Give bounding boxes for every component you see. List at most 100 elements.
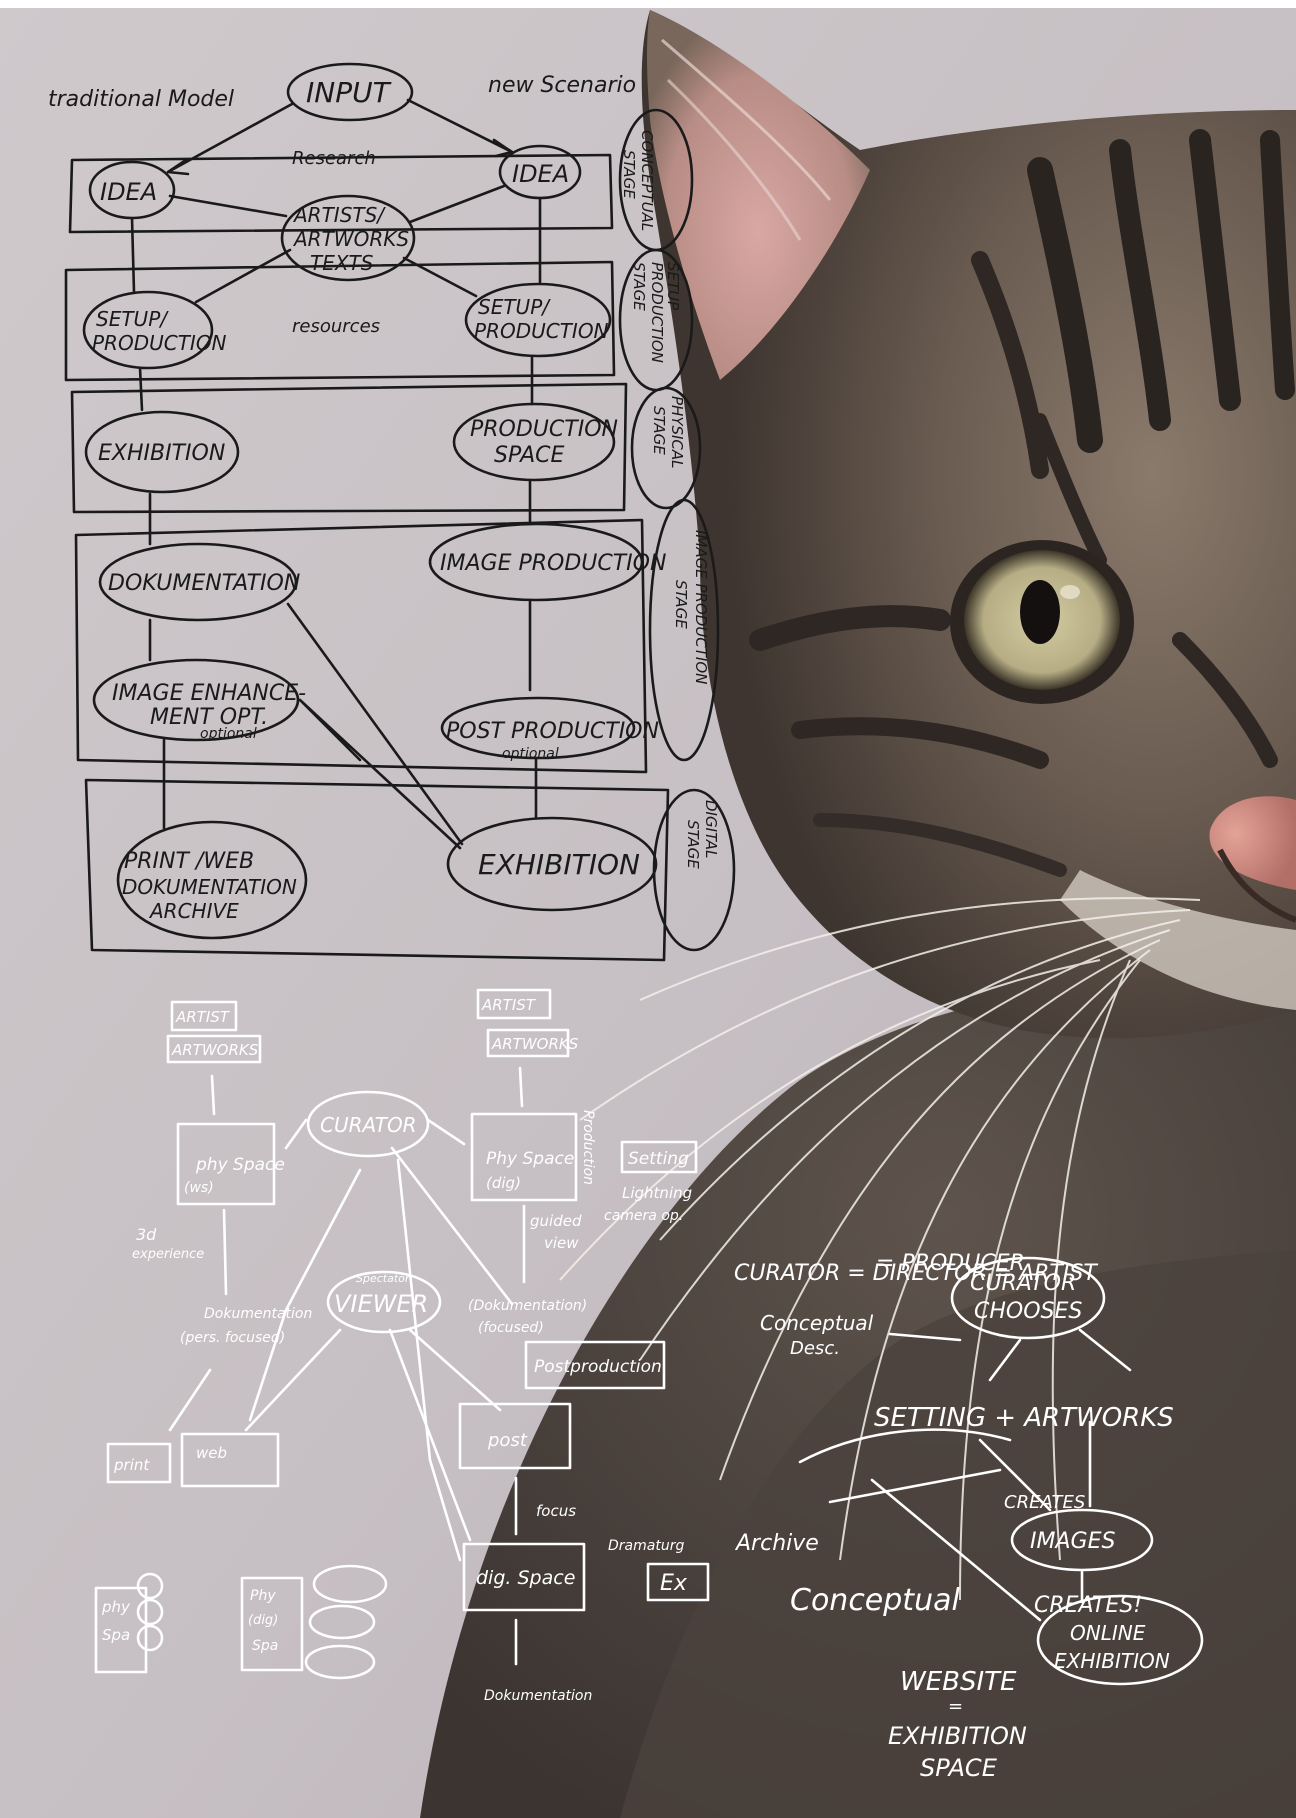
- setup-left-line-1: SETUP/: [96, 307, 169, 331]
- phy-spa-2: Spa: [102, 1626, 130, 1644]
- conceptual-desc-1: Conceptual: [760, 1311, 874, 1335]
- post-production-label: POST PRODUCTION: [446, 719, 659, 744]
- new-scenario-label: new Scenario: [488, 73, 636, 98]
- documentation-bottom-label: Dokumentation: [484, 1688, 592, 1704]
- production-side-label: Production: [580, 1110, 596, 1185]
- artist-left-label: ARTIST: [175, 1008, 231, 1026]
- phy-space-right-2: (dig): [486, 1174, 521, 1192]
- traditional-vs-new-sketch: [64, 62, 736, 962]
- curator-viewer-sketch: [94, 988, 710, 1680]
- archive-label: Archive: [734, 1531, 819, 1556]
- resources-note: resources: [292, 316, 380, 337]
- curator-chooses-2: CHOOSES: [974, 1299, 1082, 1324]
- conceptual-desc-2: Desc.: [790, 1338, 840, 1359]
- doc-left-1: Dokumentation: [204, 1306, 312, 1322]
- doc-left-2: (pers. focused): [180, 1330, 285, 1346]
- idea-right-label: IDEA: [512, 160, 569, 188]
- post-label: post: [487, 1430, 528, 1451]
- production-space-line-2: SPACE: [494, 443, 565, 468]
- dig-space-label: dig. Space: [476, 1567, 575, 1589]
- optional-note-2: optional: [502, 746, 559, 762]
- experience-2: experience: [132, 1247, 204, 1262]
- creates-2-label: CREATES!: [1034, 1593, 1142, 1618]
- traditional-model-label: traditional Model: [48, 87, 234, 112]
- spectator-label: Spectator: [356, 1272, 411, 1285]
- print-web-line-2: DOKUMENTATION: [122, 875, 297, 899]
- curator-chooses-1: CURATOR: [970, 1271, 1076, 1296]
- phy-space-left-1: phy Space: [195, 1155, 285, 1175]
- image-enhance-line-1: IMAGE ENHANCE-: [112, 681, 306, 706]
- focus-label: focus: [536, 1502, 576, 1520]
- exhibition-space-1: EXHIBITION: [888, 1722, 1027, 1750]
- guided-view-1: guided: [530, 1212, 582, 1230]
- stage-setup-3: STAGE: [630, 262, 648, 311]
- stage-conceptual-2: STAGE: [620, 150, 638, 199]
- documentation-label: DOKUMENTATION: [108, 571, 300, 596]
- dramaturg-label: Dramaturg: [608, 1538, 684, 1554]
- setup-left-line-2: PRODUCTION: [92, 331, 227, 355]
- stage-digital-1: DIGITAL: [702, 800, 720, 858]
- print-web-line-3: ARCHIVE: [148, 899, 239, 923]
- exhibition-space-2: SPACE: [920, 1754, 998, 1782]
- images-label: IMAGES: [1030, 1529, 1115, 1554]
- artworks-right-label: ARTWORKS: [491, 1035, 579, 1053]
- doc-right-1: (Dokumentation): [468, 1298, 587, 1314]
- artists-line-1: ARTISTS/: [292, 203, 386, 227]
- phy-space-left-2: (ws): [184, 1180, 214, 1196]
- optional-note-1: optional: [200, 726, 257, 742]
- guided-view-2: view: [544, 1234, 579, 1252]
- conceptual-label: Conceptual: [790, 1583, 960, 1618]
- stage-setup-1: SETUP: [664, 262, 682, 311]
- research-note: Research: [292, 148, 376, 169]
- phy-dig-spa-3: Spa: [252, 1638, 278, 1654]
- phy-dig-spa-1: Phy: [250, 1588, 276, 1604]
- stage-image-1: IMAGE PRODUCTION: [692, 530, 710, 684]
- lightning-1: Lightning: [622, 1184, 692, 1202]
- online-exhibition-2: EXHIBITION: [1054, 1649, 1170, 1673]
- postproduction-label: Postproduction: [534, 1357, 662, 1377]
- experience-1: 3d: [136, 1225, 157, 1244]
- doc-right-2: (focused): [478, 1320, 544, 1336]
- stage-setup-2: PRODUCTION: [648, 262, 666, 363]
- creates-label: CREATES: [1004, 1492, 1085, 1513]
- exhibition-right-label: EXHIBITION: [478, 848, 640, 881]
- website-label: WEBSITE: [900, 1667, 1017, 1697]
- stage-physical-2: STAGE: [650, 406, 668, 455]
- input-label: INPUT: [306, 76, 392, 109]
- artists-line-2: ARTWORKS: [292, 227, 409, 251]
- lightning-2: camera op.: [604, 1208, 683, 1224]
- print-label: print: [113, 1456, 150, 1474]
- stage-physical-1: PHYSICAL: [668, 396, 686, 469]
- equation-line-2: = PRODUCER: [876, 1251, 1025, 1276]
- setting-label: Setting: [628, 1149, 689, 1169]
- stage-digital-2: STAGE: [684, 820, 702, 869]
- artist-right-label: ARTIST: [481, 996, 537, 1014]
- setting-artworks-label: SETTING + ARTWORKS: [874, 1403, 1174, 1433]
- image-enhance-line-2: MENT OPT.: [150, 705, 268, 730]
- phy-spa-1: phy: [101, 1598, 131, 1616]
- equals-label: =: [948, 1696, 963, 1717]
- equation-line-1: CURATOR = DIRECTOR = ARTIST: [734, 1261, 1098, 1286]
- exhibition-left-label: EXHIBITION: [98, 441, 225, 466]
- artworks-left-label: ARTWORKS: [171, 1041, 259, 1059]
- stage-image-2: STAGE: [672, 580, 690, 629]
- viewer-label: VIEWER: [334, 1290, 428, 1318]
- setup-right-line-1: SETUP/: [478, 295, 551, 319]
- image-production-label: IMAGE PRODUCTION: [440, 551, 666, 576]
- stage-conceptual-1: CONCEPTUAL: [638, 130, 656, 231]
- curator-label: CURATOR: [320, 1113, 417, 1137]
- phy-space-right-1: Phy Space: [486, 1149, 574, 1169]
- ex-label: Ex: [660, 1571, 688, 1596]
- web-label: web: [196, 1444, 227, 1462]
- print-web-line-1: PRINT /WEB: [124, 849, 254, 874]
- curator-director-sketch: [798, 1256, 1204, 1686]
- setup-right-line-2: PRODUCTION: [474, 319, 609, 343]
- artists-line-3: TEXTS: [310, 251, 374, 275]
- idea-left-label: IDEA: [100, 178, 157, 206]
- production-space-line-1: PRODUCTION: [470, 417, 618, 442]
- phy-dig-spa-2: (dig): [248, 1613, 278, 1628]
- online-exhibition-1: ONLINE: [1070, 1621, 1146, 1645]
